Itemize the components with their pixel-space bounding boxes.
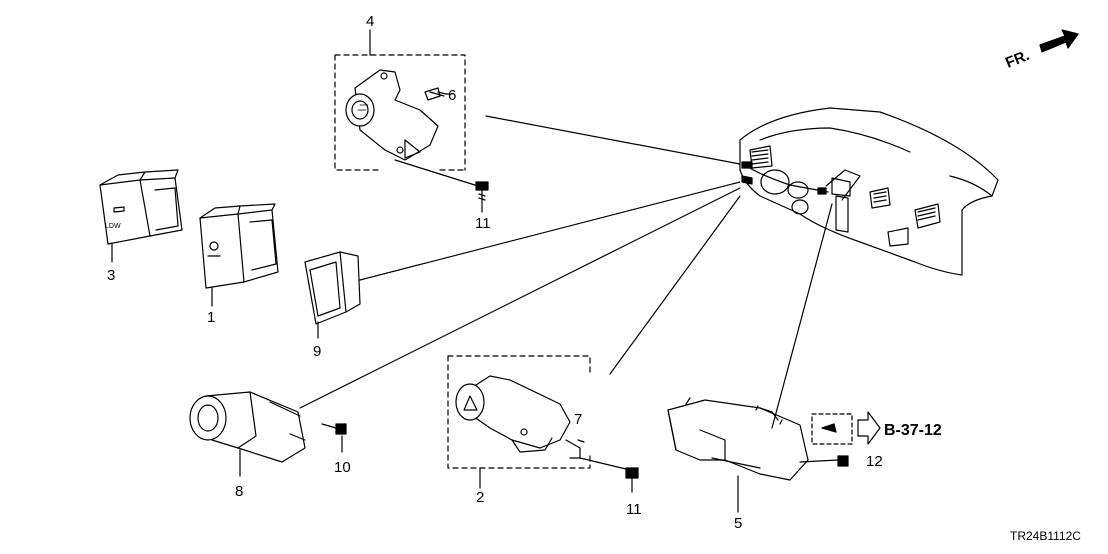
switch-1 [199, 203, 279, 307]
reference-arrow: B-37-12 [811, 411, 942, 445]
dashboard [739, 107, 999, 276]
leader-part-6 [429, 91, 445, 97]
part-4-group [334, 29, 466, 171]
screw-10 [321, 423, 347, 453]
callout-6: 6 [448, 87, 456, 104]
front-label: FR. [1003, 47, 1032, 72]
callout-5: 5 [734, 515, 742, 532]
callout-8: 8 [235, 483, 243, 500]
switch-8 [189, 187, 741, 477]
callout-4: 4 [366, 13, 374, 30]
callout-11: 11 [475, 215, 491, 232]
callout-12: 12 [866, 453, 883, 470]
leader-part-4 [485, 115, 741, 165]
reference-label: B-37-12 [884, 422, 942, 439]
callout-10: 10 [334, 459, 351, 476]
screw-12 [799, 455, 849, 467]
switch-panel-5 [667, 203, 833, 513]
front-direction-arrow: FR. [1003, 29, 1079, 72]
switch-3: LDW [99, 169, 183, 263]
callout-2: 2 [476, 489, 484, 506]
callout-3: 3 [107, 267, 115, 284]
part-2-group [447, 195, 741, 489]
bezel-9 [304, 181, 741, 339]
screw-11-top [394, 159, 489, 213]
callout-1: 1 [207, 309, 215, 326]
callout-9: 9 [313, 343, 321, 360]
callout-7: 7 [574, 411, 582, 428]
ldw-label: LDW [105, 223, 121, 230]
callout-11: 11 [626, 501, 642, 518]
leader-part-7 [577, 439, 585, 443]
screw-11-bottom [625, 467, 639, 493]
diagram-code: TR24B1112C [1010, 529, 1081, 543]
